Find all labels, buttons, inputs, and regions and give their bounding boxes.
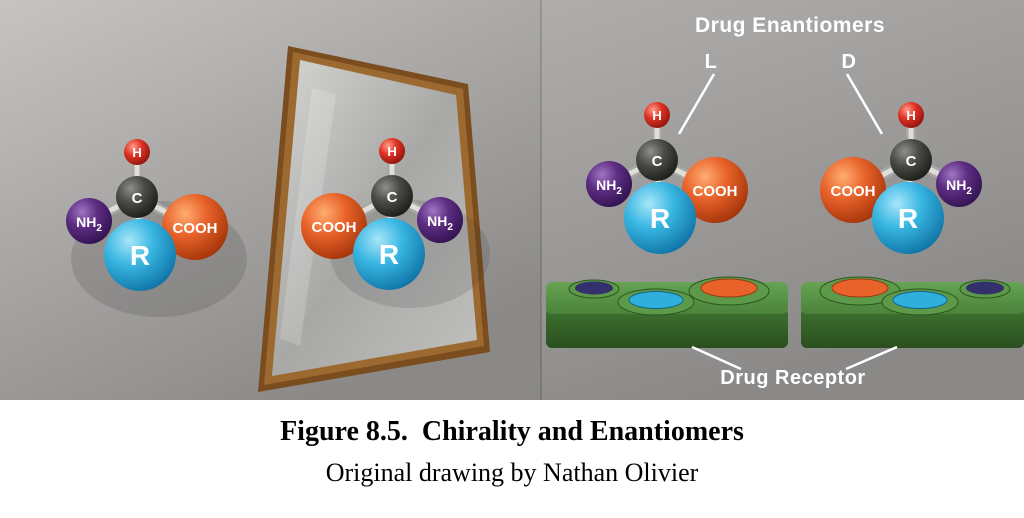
hydrogen-label: H — [132, 145, 141, 160]
amine-label-sub: 2 — [616, 186, 622, 197]
amine-label-sub: 2 — [447, 222, 453, 233]
amine-label-nh: NH — [596, 177, 616, 193]
r-site-hole — [892, 291, 948, 309]
carbon-label: C — [387, 189, 398, 206]
amine-label-sub: 2 — [96, 223, 102, 234]
cooh-site-hole — [700, 278, 758, 298]
carbon-sphere — [116, 176, 158, 218]
receptor-left-pointer-line — [691, 345, 742, 371]
r-group-sphere — [104, 219, 176, 291]
molecule-original: H C NH2 COOH R — [66, 139, 247, 317]
amine-label-sub: 2 — [966, 186, 972, 197]
annotations: Drug Enantiomers L D Drug Receptor — [677, 14, 898, 389]
amine-label-nh: NH — [427, 213, 447, 229]
amine-label: NH2 — [596, 177, 622, 197]
amine-site-hole — [575, 281, 613, 295]
cooh-label: COOH — [831, 183, 876, 200]
receptor-front-face — [546, 308, 788, 348]
carbon-sphere — [371, 175, 413, 217]
r-group-label: R — [379, 239, 399, 270]
d-pointer-line — [845, 73, 884, 135]
caption-title: Figure 8.5. Chirality and Enantiomers — [280, 416, 744, 447]
hydrogen-sphere — [124, 139, 150, 165]
carbon-label: C — [906, 153, 917, 170]
carbon-sphere — [636, 139, 678, 181]
amine-label: NH2 — [427, 213, 453, 233]
r-group-label: R — [898, 203, 918, 234]
receptor-front-face — [801, 308, 1024, 348]
amine-sphere — [66, 198, 112, 244]
amine-label: NH2 — [946, 177, 972, 197]
drug-receptor-label: Drug Receptor — [720, 367, 865, 389]
cooh-sphere — [820, 157, 886, 223]
amine-label-nh: NH — [76, 214, 96, 230]
drug-receptor-right — [801, 276, 1024, 348]
hydrogen-sphere — [379, 138, 405, 164]
r-group-sphere — [872, 182, 944, 254]
hydrogen-label: H — [906, 108, 915, 123]
cooh-site-hole — [831, 278, 889, 298]
carbon-label: C — [652, 153, 663, 170]
hydrogen-sphere — [898, 102, 924, 128]
drug-enantiomers-title: Drug Enantiomers — [695, 14, 885, 37]
hydrogen-label: H — [387, 144, 396, 159]
amine-site-hole — [966, 281, 1004, 295]
molecule-d-enantiomer: H C NH2 COOH R — [820, 102, 982, 254]
r-group-sphere — [624, 182, 696, 254]
r-site-hole — [628, 291, 684, 309]
receptor-right-pointer-line — [845, 345, 898, 371]
amine-sphere — [417, 197, 463, 243]
r-group-label: R — [130, 240, 150, 271]
amine-label-nh: NH — [946, 177, 966, 193]
cooh-label: COOH — [312, 219, 357, 236]
cooh-label: COOH — [173, 220, 218, 237]
molecule-mirror-image: H C NH2 COOH R — [301, 138, 490, 308]
chirality-illustration: H C NH2 COOH R H C NH2 COOH R — [0, 0, 1024, 400]
cooh-sphere — [162, 194, 228, 260]
drug-receptor-left — [546, 276, 788, 348]
amine-sphere — [586, 161, 632, 207]
cooh-sphere — [301, 193, 367, 259]
r-group-sphere — [353, 218, 425, 290]
mirror-surface — [272, 60, 477, 376]
r-group-label: R — [650, 203, 670, 234]
l-pointer-line — [677, 73, 716, 135]
caption-credit: Original drawing by Nathan Olivier — [325, 458, 699, 487]
amine-label: NH2 — [76, 214, 102, 234]
carbon-sphere — [890, 139, 932, 181]
amine-sphere — [936, 161, 982, 207]
carbon-label: C — [132, 190, 143, 207]
molecule-l-enantiomer: H C NH2 COOH R — [586, 102, 748, 254]
hydrogen-label: H — [652, 108, 661, 123]
d-isomer-label: D — [842, 51, 857, 73]
cooh-sphere — [682, 157, 748, 223]
figure-caption: Figure 8.5. Chirality and Enantiomers Or… — [0, 400, 1024, 488]
cooh-label: COOH — [693, 183, 738, 200]
hydrogen-sphere — [644, 102, 670, 128]
mirror — [258, 46, 490, 392]
l-isomer-label: L — [705, 51, 718, 73]
